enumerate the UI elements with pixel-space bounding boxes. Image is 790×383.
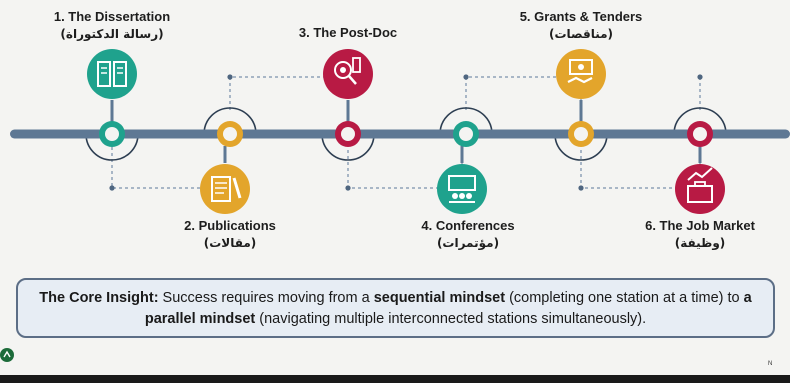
bottom-bar — [0, 375, 790, 383]
station-node-6 — [687, 121, 713, 147]
station-title: 5. Grants & Tenders — [519, 9, 643, 24]
station-subtitle-ar: (رسالة الدكتوراة) — [60, 27, 164, 41]
insight-text-2: (completing one station at a time) to — [505, 290, 744, 306]
core-insight-box: The Core Insight: Success requires movin… — [16, 278, 775, 338]
station-node-3 — [335, 121, 361, 147]
station-label-2: 2. Publications (مقالات) — [140, 218, 320, 250]
station-label-3: 3. The Post-Doc — [258, 25, 438, 40]
station-node-5 — [568, 121, 594, 147]
station-title: 3. The Post-Doc — [298, 25, 398, 40]
station-label-1: 1. The Dissertation (رسالة الدكتوراة) — [22, 9, 202, 41]
insight-text-3: (navigating multiple interconnected stat… — [255, 311, 647, 327]
station-arcs — [85, 107, 727, 161]
station-subtitle-ar: (وظيفة) — [674, 236, 726, 250]
station-subtitle-ar: (مقالات) — [203, 236, 257, 250]
job-market-icon — [675, 164, 725, 214]
station-label-6: 6. The Job Market (وظيفة) — [610, 218, 790, 250]
station-title: 4. Conferences — [421, 218, 515, 233]
dissertation-icon — [87, 49, 137, 99]
watermark-text: N — [768, 361, 773, 367]
station-subtitle-ar: (مؤتمرات) — [436, 236, 500, 250]
station-node-1 — [99, 121, 125, 147]
station-title: 1. The Dissertation — [53, 9, 171, 24]
station-subtitle-ar: (مناقصات) — [548, 27, 614, 41]
connector-dots — [109, 74, 703, 191]
postdoc-icon — [323, 49, 373, 99]
station-label-4: 4. Conferences (مؤتمرات) — [378, 218, 558, 250]
grants-icon — [556, 49, 606, 99]
insight-bold-1: sequential mindset — [373, 290, 506, 306]
insight-bold-2: a parallel mindset — [144, 290, 752, 327]
station-node-4 — [453, 121, 479, 147]
station-label-5: 5. Grants & Tenders (مناقصات) — [491, 9, 671, 41]
publications-icon — [200, 164, 250, 214]
station-title: 2. Publications — [184, 218, 276, 233]
corner-logo-icon — [0, 348, 14, 362]
station-node-2 — [217, 121, 243, 147]
insight-lead: The Core Insight: — [39, 290, 159, 306]
timeline-diagram — [10, 49, 790, 214]
conferences-icon — [437, 164, 487, 214]
icon-stems — [110, 100, 702, 163]
station-title: 6. The Job Market — [645, 218, 755, 233]
timeline-track — [10, 129, 790, 139]
insight-text-1: Success requires moving from a — [158, 290, 374, 306]
watermark: N — [768, 361, 772, 367]
